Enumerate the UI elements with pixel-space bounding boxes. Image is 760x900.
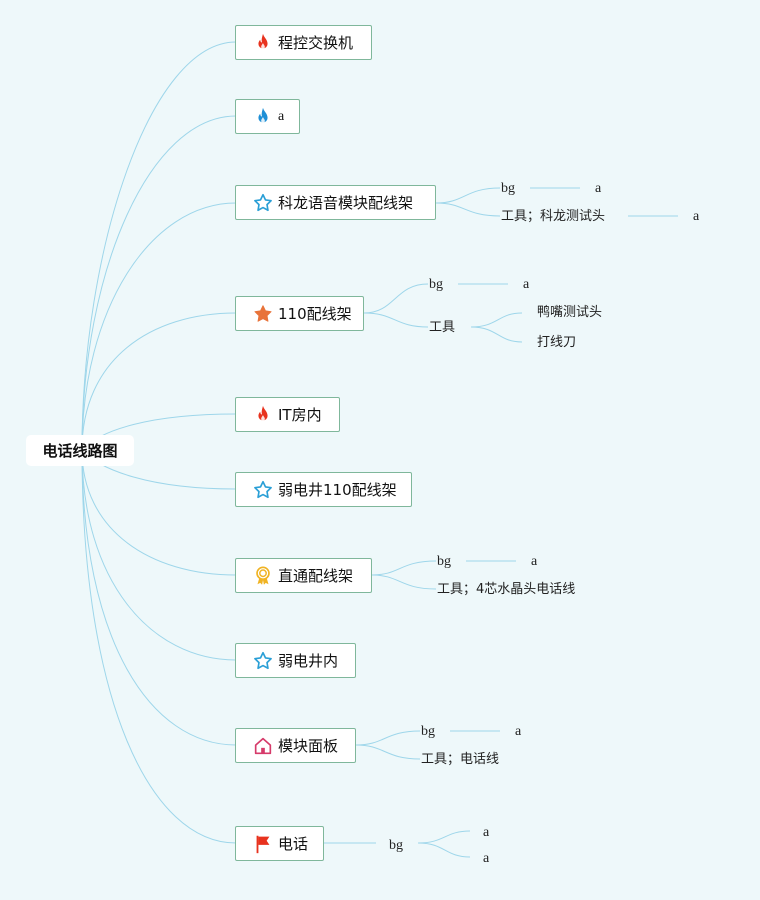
connector-root-b9 bbox=[81, 449, 237, 844]
subtopic-label[interactable]: 工具 bbox=[429, 320, 456, 335]
subtopic-label[interactable]: a bbox=[693, 209, 700, 224]
star-outline-icon bbox=[252, 650, 274, 672]
subtopic-label[interactable]: bg bbox=[437, 554, 451, 569]
star-filled-icon bbox=[252, 303, 274, 325]
branch-node[interactable]: 模块面板 bbox=[235, 728, 356, 763]
branch-label: IT房内 bbox=[278, 406, 322, 424]
connector-root-b3 bbox=[81, 312, 237, 451]
connector-root-b0 bbox=[81, 41, 237, 451]
connector-root-b8 bbox=[81, 449, 237, 746]
subtopic-label[interactable]: a bbox=[483, 825, 490, 840]
branch-node[interactable]: 弱电井内 bbox=[235, 643, 356, 678]
branch-label: 模块面板 bbox=[278, 737, 339, 755]
award-ribbon-icon bbox=[252, 565, 274, 587]
subtopic-label[interactable]: bg bbox=[429, 277, 443, 292]
branch-node[interactable]: 电话 bbox=[235, 826, 324, 861]
branch-node[interactable]: 直通配线架 bbox=[235, 558, 372, 593]
branch-node[interactable]: 科龙语音模块配线架 bbox=[235, 185, 436, 220]
flag-icon bbox=[252, 833, 274, 855]
subtopic-label[interactable]: a bbox=[515, 724, 522, 739]
fire-icon bbox=[252, 404, 274, 426]
connector-root-b2 bbox=[81, 202, 237, 451]
subtopic-label[interactable]: 工具；电话线 bbox=[421, 752, 500, 767]
star-outline-icon bbox=[252, 192, 274, 214]
fire-icon bbox=[252, 106, 274, 128]
star-outline-icon bbox=[252, 479, 274, 501]
connector-root-b7 bbox=[81, 449, 237, 661]
subtopic-label[interactable]: 工具；4芯水晶头电话线 bbox=[437, 582, 576, 597]
connector-root-b1 bbox=[81, 115, 237, 451]
branch-node[interactable]: a bbox=[235, 99, 300, 134]
subtopic-label[interactable]: bg bbox=[421, 724, 435, 739]
subtopic-label[interactable]: a bbox=[531, 554, 538, 569]
home-icon bbox=[252, 735, 274, 757]
branch-node[interactable]: 程控交换机 bbox=[235, 25, 372, 60]
branch-label: 弱电井110配线架 bbox=[278, 481, 397, 499]
branch-label: a bbox=[278, 108, 285, 124]
mindmap-root-node[interactable]: 电话线路图 bbox=[26, 435, 134, 466]
subtopic-label[interactable]: a bbox=[483, 851, 490, 866]
branch-node[interactable]: IT房内 bbox=[235, 397, 340, 432]
branch-label: 弱电井内 bbox=[278, 652, 339, 670]
branch-label: 110配线架 bbox=[278, 305, 352, 323]
branch-node[interactable]: 110配线架 bbox=[235, 296, 364, 331]
subtopic-label[interactable]: a bbox=[595, 181, 602, 196]
branch-label: 电话 bbox=[278, 835, 309, 853]
branch-node[interactable]: 弱电井110配线架 bbox=[235, 472, 412, 507]
subtopic-label[interactable]: 工具；科龙测试头 bbox=[501, 209, 606, 224]
connector-root-b6 bbox=[81, 449, 237, 576]
branch-label: 直通配线架 bbox=[278, 567, 354, 585]
branch-label: 科龙语音模块配线架 bbox=[278, 194, 414, 212]
branch-label: 程控交换机 bbox=[278, 34, 354, 52]
fire-icon bbox=[252, 32, 274, 54]
subtopic-label[interactable]: bg bbox=[389, 838, 403, 853]
subtopic-label[interactable]: a bbox=[523, 277, 530, 292]
root-label: 电话线路图 bbox=[42, 442, 118, 460]
subtopic-label[interactable]: 打线刀 bbox=[537, 335, 577, 350]
subtopic-label[interactable]: bg bbox=[501, 181, 515, 196]
subtopic-label[interactable]: 鸭嘴测试头 bbox=[537, 305, 603, 320]
